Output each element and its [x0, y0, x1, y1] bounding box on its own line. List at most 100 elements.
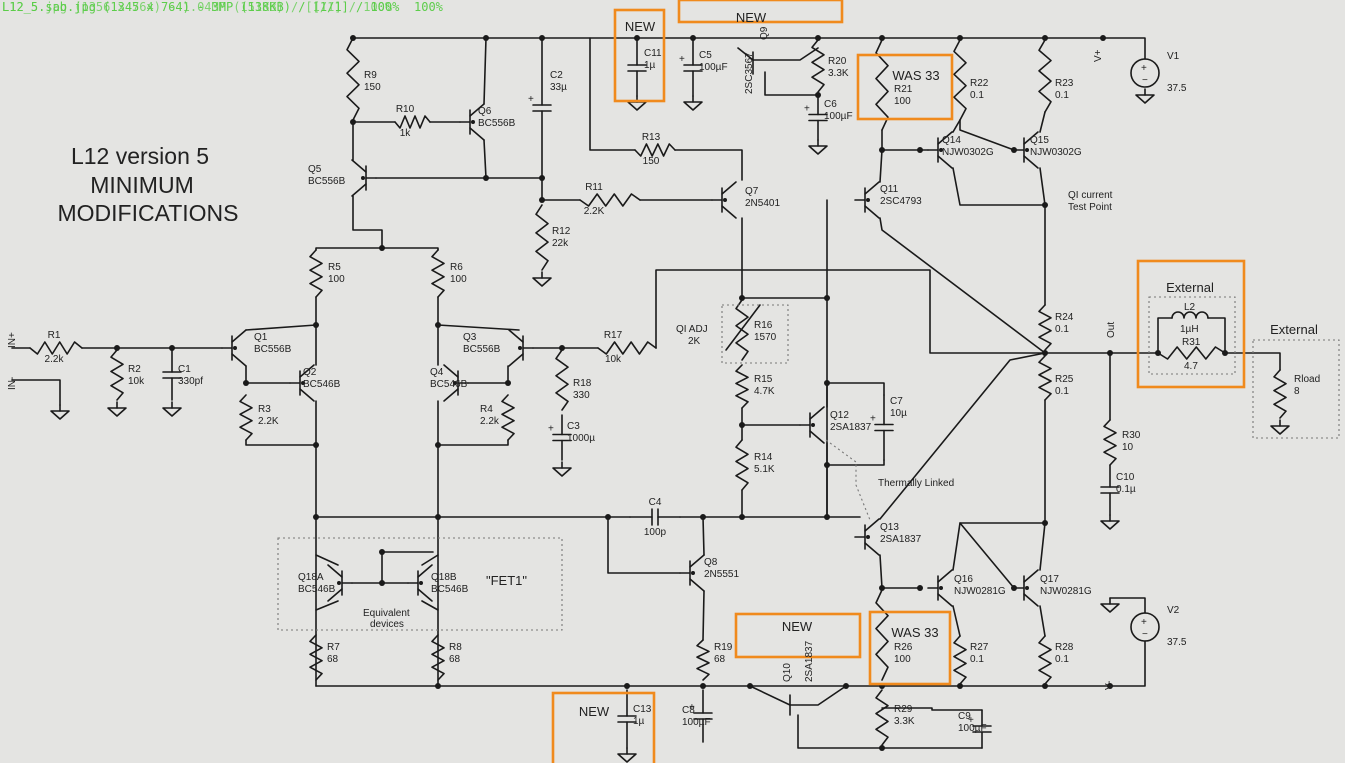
transistor-part: BC546B [430, 379, 468, 390]
transistor-ref: Q6 [478, 106, 492, 117]
wire [352, 195, 383, 249]
junction-dot [957, 35, 963, 41]
source-value: 37.5 [1167, 637, 1187, 648]
resistor-ref: R10 [396, 104, 415, 115]
resistor-value: 0.1 [1055, 654, 1069, 665]
ground-symbol [808, 145, 828, 155]
resistor-ref: R18 [573, 378, 592, 389]
wire [421, 600, 439, 611]
wire [1039, 111, 1046, 133]
resistor-ref: R17 [604, 330, 623, 341]
transistor-part: BC556B [463, 344, 501, 355]
wire [1023, 155, 1039, 169]
ground-symbol [683, 101, 703, 111]
wire [1103, 419, 1117, 466]
capacitor-value: 1000µ [567, 433, 595, 444]
transistor-marker [723, 198, 727, 202]
resistor-value: 3.3K [828, 68, 849, 79]
resistor-ref: R7 [327, 642, 340, 653]
schematic-title: L12 version 5 [71, 143, 209, 169]
capacitor-ref: C6 [824, 99, 837, 110]
polarity-mark: − [1142, 75, 1148, 86]
transistor-marker [1025, 586, 1029, 590]
wire [417, 588, 433, 602]
ground-symbol [162, 407, 182, 417]
capacitor-ref: C1 [178, 364, 191, 375]
junction-dot [917, 147, 923, 153]
capacitor-ref: C3 [567, 421, 580, 432]
wire [231, 329, 247, 343]
transistor-ref: Q11 [880, 184, 899, 195]
capacitor-value: 33µ [550, 82, 567, 93]
wire [879, 217, 1046, 354]
wire [826, 382, 885, 396]
image-info-line: L12_5.jpg (1356 x 764) - 1.04MP (151KB) … [2, 0, 393, 14]
transistor-ref: Q8 [704, 557, 718, 568]
wire [309, 634, 323, 681]
schematic-title: MODIFICATIONS [57, 200, 238, 226]
new-c13-box [551, 691, 656, 763]
junction-dot [1042, 35, 1048, 41]
resistor-value: 22k [552, 238, 569, 249]
resistor-value: 1570 [754, 332, 777, 343]
capacitor-ref: C8 [682, 705, 695, 716]
was33-label: WAS 33 [891, 625, 938, 640]
junction-dot [824, 514, 830, 520]
wire [937, 569, 953, 583]
resistor-ref: R9 [364, 70, 377, 81]
wire [937, 131, 953, 145]
fet1-label: "FET1" [486, 573, 527, 588]
was33-label: WAS 33 [892, 68, 939, 83]
wire [953, 39, 967, 121]
capacitor-value: 10µ [890, 408, 907, 419]
transistor-part: 2SA1837 [804, 640, 815, 682]
transistor-ref: Q3 [463, 332, 477, 343]
resistor-ref: R11 [585, 182, 603, 193]
wire [1039, 522, 1046, 571]
input-plus-port: IN+ [7, 332, 18, 348]
wire [879, 149, 883, 183]
wire [1038, 39, 1052, 113]
resistor-ref: R24 [1055, 312, 1074, 323]
wire [315, 600, 339, 611]
zoom-level: 100% [414, 0, 443, 14]
wire [469, 127, 485, 141]
ground-symbol [617, 753, 637, 763]
inductor-l2 [1171, 311, 1209, 319]
wire [315, 554, 339, 566]
capacitor-value: 1µ [644, 60, 656, 71]
capacitor-ref: C5 [699, 50, 712, 61]
r16-dashed-group [721, 304, 789, 364]
transistor-part: 2SC4793 [880, 196, 922, 207]
junction-dot [114, 345, 120, 351]
resistor-value: 100 [894, 96, 911, 107]
wire [431, 249, 445, 298]
schematic-title: MINIMUM [90, 172, 193, 198]
capacitor-ref: C11 [644, 48, 662, 59]
wire [879, 554, 921, 589]
transistor-ref: Q18B [431, 572, 457, 583]
resistor-value: 330 [573, 390, 590, 401]
resistor-ref: R12 [552, 226, 571, 237]
wire [809, 406, 825, 420]
new-label: NEW [782, 619, 813, 634]
resistor-ref: R27 [970, 642, 989, 653]
was33-r26-box [868, 610, 952, 686]
ground-symbol [1100, 603, 1120, 613]
resistor-value: 100 [894, 654, 911, 665]
wire [315, 247, 439, 251]
transistor-ref: Q16 [954, 574, 973, 585]
junction-dot [559, 345, 565, 351]
wire [1039, 167, 1046, 306]
resistor-value: 5.1K [754, 464, 775, 475]
wire [1038, 304, 1052, 351]
capacitor-value: 100µF [682, 717, 711, 728]
polarity-mark: + [804, 104, 810, 115]
transistor-part: NJW0281G [954, 586, 1006, 597]
wire [702, 516, 705, 556]
inductor-value: 1µH [1180, 324, 1199, 335]
transistor-marker [866, 535, 870, 539]
wire [674, 149, 743, 181]
wire [937, 593, 953, 607]
